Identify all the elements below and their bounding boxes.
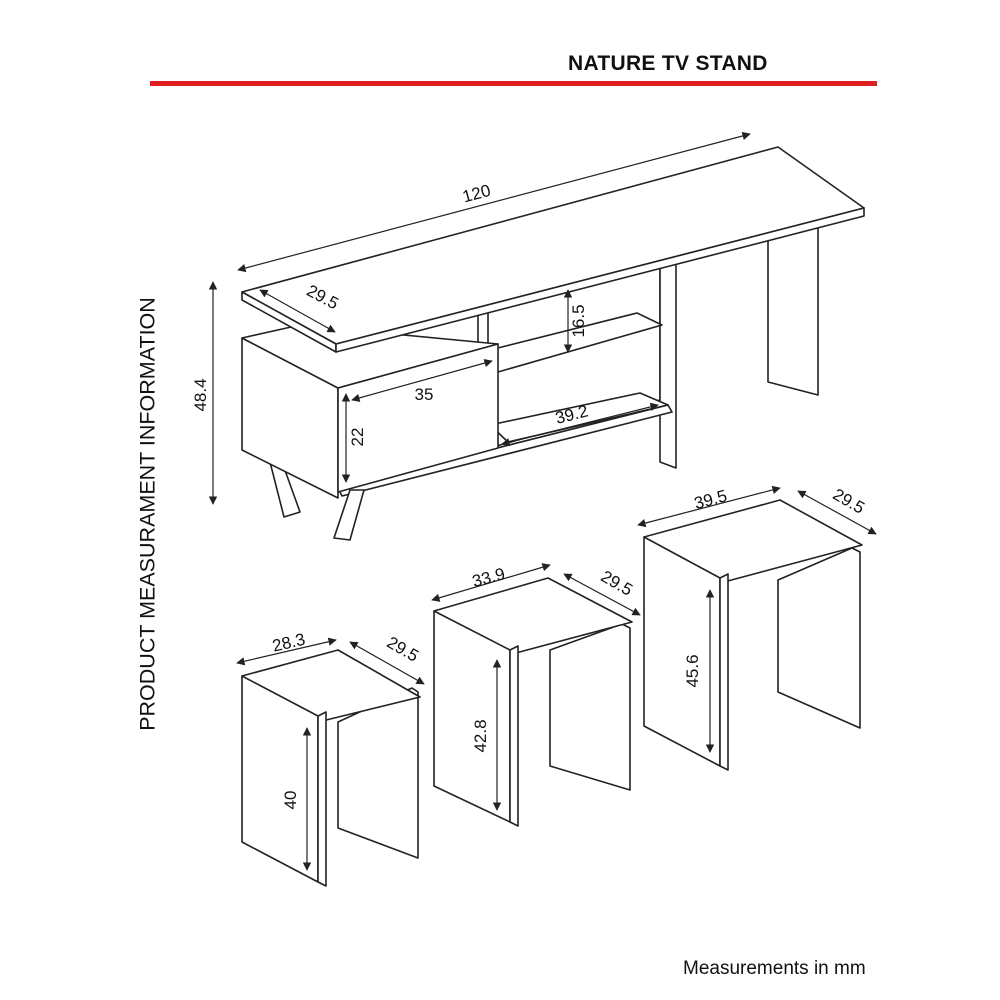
dim-small-depth: 29.5	[384, 633, 422, 666]
dim-shelf-gap: 16.5	[569, 304, 588, 337]
small-table	[241, 649, 421, 887]
dim-cabinet-width: 35	[415, 385, 434, 404]
small-edge	[317, 711, 327, 887]
medium-edge	[509, 645, 519, 827]
tv-stand	[241, 146, 865, 541]
dim-tv-length: 120	[460, 181, 492, 207]
large-side-face	[643, 536, 721, 767]
medium-table	[433, 577, 633, 827]
medium-back-leg	[549, 623, 631, 791]
dim-small-height: 40	[281, 791, 300, 810]
tv-middle-support	[659, 250, 677, 469]
dim-large-depth: 29.5	[830, 485, 868, 518]
tv-leg-right	[333, 489, 365, 541]
large-edge	[719, 573, 729, 771]
dim-cabinet-height: 22	[348, 428, 367, 447]
tv-right-panel	[767, 215, 819, 396]
dim-large-width: 39.5	[692, 486, 729, 513]
dim-large-height: 45.6	[683, 654, 702, 687]
dim-medium-height: 42.8	[471, 719, 490, 752]
page-title: NATURE TV STAND	[568, 52, 768, 75]
dim-medium-width: 33.9	[470, 564, 507, 591]
large-table	[643, 499, 863, 771]
measurement-note: Measurements in mm	[683, 958, 866, 979]
dim-tv-height: 48.4	[191, 378, 210, 411]
large-back-leg	[777, 547, 861, 729]
title-underline	[150, 81, 877, 86]
dim-small-width: 28.3	[271, 630, 308, 656]
